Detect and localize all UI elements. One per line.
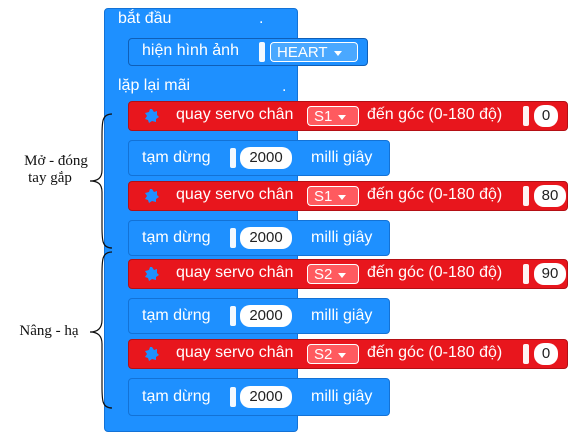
gear-icon xyxy=(145,189,159,203)
gear-icon xyxy=(145,109,159,123)
pause-label: tạm dừng xyxy=(142,229,211,246)
start-block-dot: . xyxy=(259,10,264,27)
pause-label: tạm dừng xyxy=(142,307,211,324)
lift-brace xyxy=(89,251,113,409)
start-block-label: bắt đầu xyxy=(118,10,172,27)
angle-label: đến góc (0-180 độ) xyxy=(367,186,503,203)
pause-unit: milli giây xyxy=(311,388,373,405)
pause-duration-input[interactable]: 2000 xyxy=(240,386,292,408)
angle-label: đến góc (0-180 độ) xyxy=(367,344,503,361)
grip-annotation-line2: tay gắp xyxy=(28,170,72,186)
pin-dropdown[interactable]: S1 xyxy=(307,106,359,126)
pause-duration-input[interactable]: 2000 xyxy=(240,147,292,169)
pin-dropdown-value: S2 xyxy=(314,346,333,363)
angle-input[interactable]: 80 xyxy=(534,185,566,207)
grip-annotation: Mở - đóng tay gắp xyxy=(6,153,106,187)
gear-icon xyxy=(145,267,159,281)
input-notch xyxy=(230,148,236,168)
angle-label: đến góc (0-180 độ) xyxy=(367,106,503,123)
pause-unit: milli giây xyxy=(311,229,373,246)
angle-input[interactable]: 0 xyxy=(534,343,558,365)
pin-dropdown-value: S1 xyxy=(314,188,333,205)
input-notch xyxy=(230,306,236,326)
input-notch xyxy=(523,186,529,206)
input-notch xyxy=(259,42,265,62)
input-notch xyxy=(523,106,529,126)
grip-annotation-line1: Mở - đóng xyxy=(24,153,88,169)
pin-dropdown[interactable]: S2 xyxy=(307,264,359,284)
servo-label: quay servo chân xyxy=(176,344,294,361)
repeat-block-dot: . xyxy=(282,78,287,95)
chevron-down-icon xyxy=(338,114,347,120)
chevron-down-icon xyxy=(333,50,342,56)
pin-dropdown-value: S1 xyxy=(314,108,333,125)
input-notch xyxy=(523,264,529,284)
show-image-label: hiện hình ảnh xyxy=(142,42,239,59)
pause-duration-input[interactable]: 2000 xyxy=(240,227,292,249)
lift-annotation: Nâng - hạ xyxy=(19,323,79,339)
pin-dropdown-value: S2 xyxy=(314,266,333,283)
grip-brace xyxy=(89,113,113,249)
pause-label: tạm dừng xyxy=(142,149,211,166)
pin-dropdown[interactable]: S2 xyxy=(307,344,359,364)
image-dropdown-value: HEART xyxy=(277,44,328,61)
chevron-down-icon xyxy=(338,272,347,278)
angle-label: đến góc (0-180 độ) xyxy=(367,264,503,281)
chevron-down-icon xyxy=(338,194,347,200)
angle-input[interactable]: 0 xyxy=(534,105,558,127)
pause-unit: milli giây xyxy=(311,149,373,166)
chevron-down-icon xyxy=(338,352,347,358)
repeat-block-label: lặp lại mãi xyxy=(118,77,191,94)
angle-input[interactable]: 90 xyxy=(534,263,566,285)
input-notch xyxy=(230,228,236,248)
pause-duration-input[interactable]: 2000 xyxy=(240,305,292,327)
servo-label: quay servo chân xyxy=(176,106,294,123)
input-notch xyxy=(230,387,236,407)
servo-label: quay servo chân xyxy=(176,186,294,203)
pin-dropdown[interactable]: S1 xyxy=(307,186,359,206)
pause-block-3[interactable] xyxy=(128,298,390,334)
input-notch xyxy=(523,344,529,364)
pause-unit: milli giây xyxy=(311,307,373,324)
pause-label: tạm dừng xyxy=(142,388,211,405)
image-dropdown[interactable]: HEART xyxy=(270,42,358,62)
gear-icon xyxy=(145,347,159,361)
servo-label: quay servo chân xyxy=(176,264,294,281)
